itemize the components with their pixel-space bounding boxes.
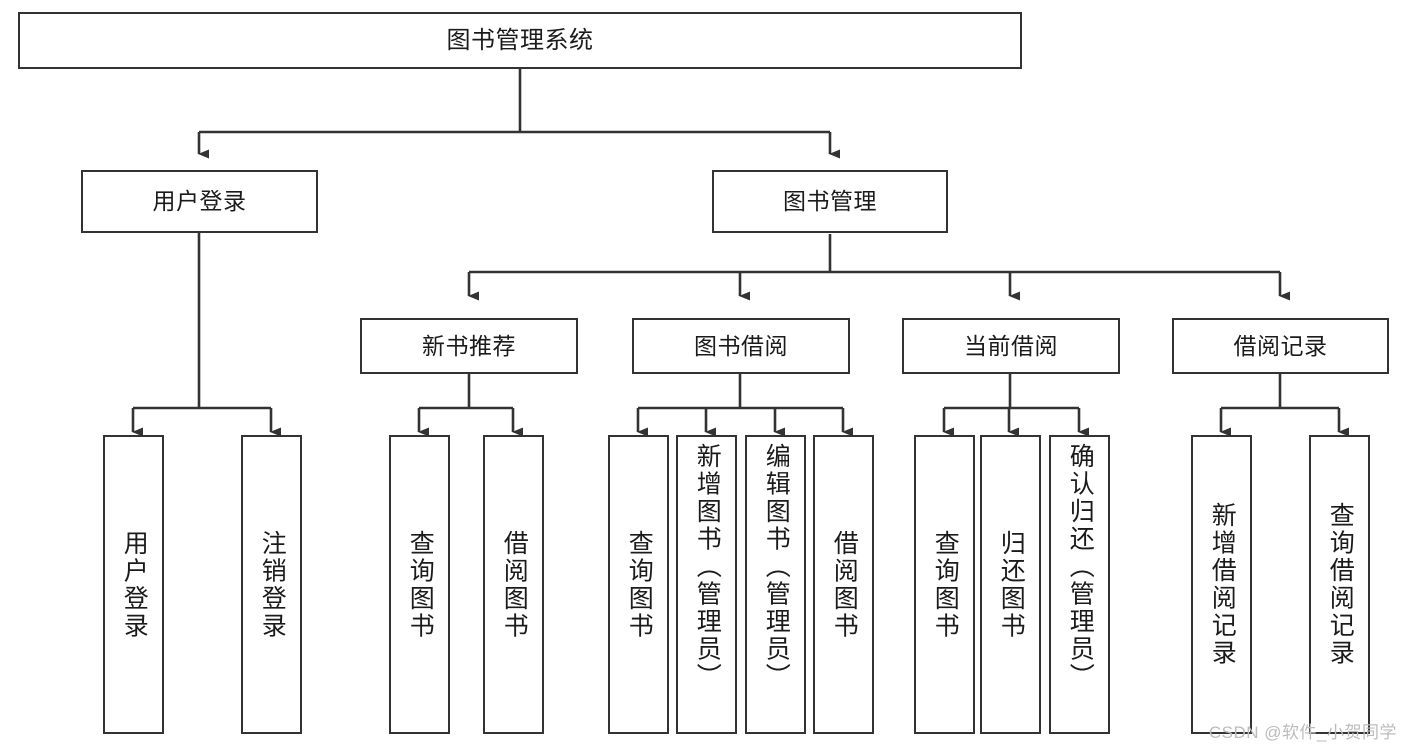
node-new-book-recommend[interactable]: 新书推荐	[360, 318, 578, 374]
node-leaf-query-record[interactable]: 查询借阅记录	[1309, 435, 1370, 734]
csdn-watermark: CSDN @软件_小贺同学	[1208, 723, 1397, 742]
node-leaf-edit-book-label: 编辑图书（管理员）	[762, 443, 791, 691]
node-leaf-query-book-3[interactable]: 查询图书	[914, 435, 975, 734]
node-root-label: 图书管理系统	[446, 26, 594, 54]
node-leaf-query-book-2-label: 查询图书	[625, 529, 654, 640]
node-book-borrow[interactable]: 图书借阅	[632, 318, 850, 374]
node-leaf-add-book[interactable]: 新增图书（管理员）	[676, 435, 737, 734]
node-leaf-add-book-label: 新增图书（管理员）	[693, 443, 722, 691]
node-user-login-label: 用户登录	[152, 188, 247, 215]
node-borrow-record-label: 借阅记录	[1233, 332, 1328, 359]
node-leaf-borrow-book-2-label: 借阅图书	[830, 529, 859, 640]
node-new-book-recommend-label: 新书推荐	[422, 332, 516, 359]
node-leaf-query-book-1-label: 查询图书	[406, 529, 435, 640]
node-leaf-query-book-1[interactable]: 查询图书	[389, 435, 450, 734]
node-leaf-user-login-label: 用户登录	[120, 529, 149, 640]
node-leaf-confirm-return[interactable]: 确认归还（管理员）	[1049, 435, 1110, 734]
node-leaf-borrow-book-2[interactable]: 借阅图书	[813, 435, 874, 734]
node-leaf-add-record[interactable]: 新增借阅记录	[1191, 435, 1252, 734]
node-current-borrow-label: 当前借阅	[964, 332, 1058, 359]
node-root[interactable]: 图书管理系统	[18, 12, 1022, 69]
node-leaf-user-login[interactable]: 用户登录	[103, 435, 164, 734]
node-book-manage-label: 图书管理	[783, 188, 877, 215]
node-current-borrow[interactable]: 当前借阅	[902, 318, 1120, 374]
node-leaf-logout-label: 注销登录	[258, 529, 287, 640]
node-leaf-query-book-3-label: 查询图书	[931, 529, 960, 640]
node-user-login[interactable]: 用户登录	[81, 170, 318, 233]
node-borrow-record[interactable]: 借阅记录	[1172, 318, 1389, 374]
node-leaf-return-book[interactable]: 归还图书	[980, 435, 1041, 734]
node-leaf-borrow-book-1[interactable]: 借阅图书	[483, 435, 544, 734]
node-leaf-query-record-label: 查询借阅记录	[1326, 502, 1355, 667]
node-leaf-confirm-return-label: 确认归还（管理员）	[1066, 443, 1095, 691]
node-leaf-edit-book[interactable]: 编辑图书（管理员）	[745, 435, 806, 734]
node-book-borrow-label: 图书借阅	[694, 332, 788, 359]
node-book-manage[interactable]: 图书管理	[712, 170, 948, 233]
node-leaf-query-book-2[interactable]: 查询图书	[608, 435, 669, 734]
node-leaf-borrow-book-1-label: 借阅图书	[500, 529, 529, 640]
node-leaf-add-record-label: 新增借阅记录	[1208, 502, 1237, 667]
node-leaf-logout[interactable]: 注销登录	[241, 435, 302, 734]
node-leaf-return-book-label: 归还图书	[997, 529, 1026, 640]
